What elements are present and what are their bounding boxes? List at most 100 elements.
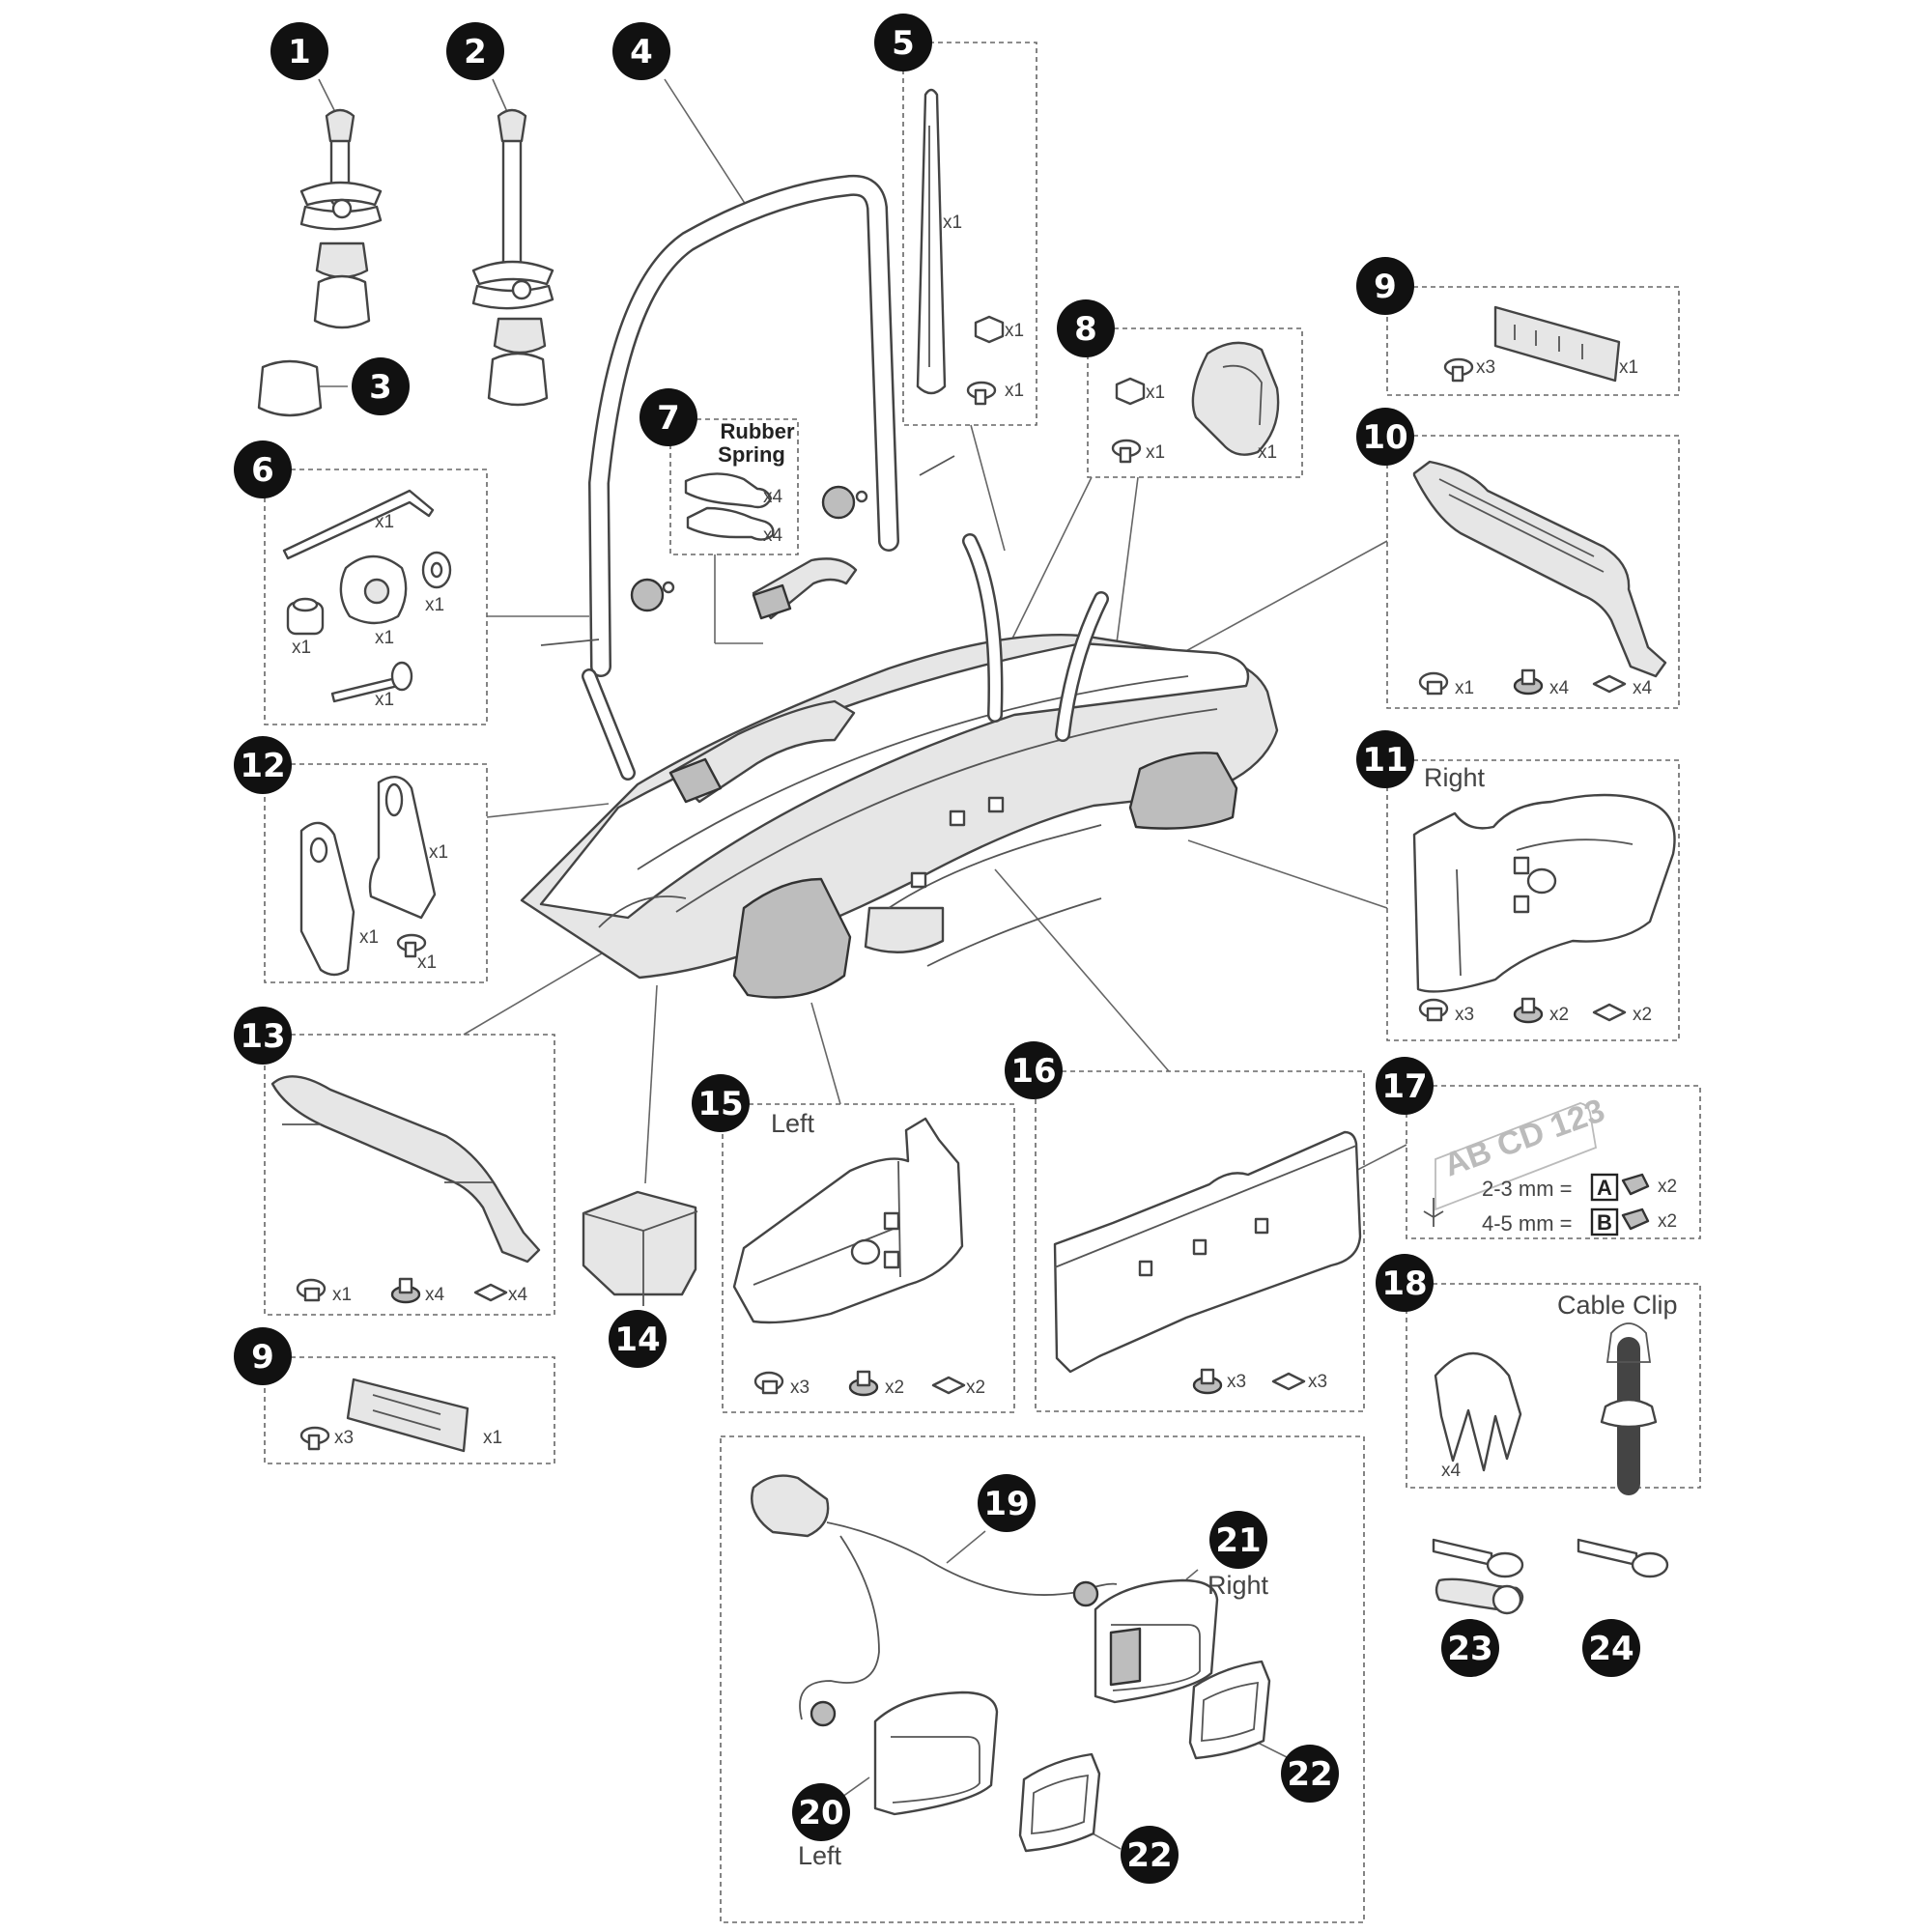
part-8-clip-icon xyxy=(1191,341,1280,456)
qty-p17-a: x2 xyxy=(1658,1177,1677,1197)
part-6-hex-key-icon xyxy=(282,489,435,560)
qty-p16-clip: x3 xyxy=(1227,1372,1246,1392)
qty-p15-screw: x3 xyxy=(790,1378,810,1398)
qty-p9b-part: x1 xyxy=(483,1428,502,1448)
callout-22-left: 22 xyxy=(1121,1826,1179,1884)
bike-holder-arm-long-icon xyxy=(471,108,554,407)
callout-10-label: 10 xyxy=(1362,418,1407,457)
callout-13-label: 13 xyxy=(240,1017,285,1056)
part-10-rail-bracket-icon xyxy=(1412,460,1667,678)
callout-23: 23 xyxy=(1441,1619,1499,1677)
qty-p8-nut: x1 xyxy=(1146,383,1165,403)
qty-p15-clip: x2 xyxy=(885,1378,904,1398)
qty-p13-clip: x4 xyxy=(425,1285,445,1305)
callout-24-label: 24 xyxy=(1588,1630,1634,1668)
carrier-cable-icon xyxy=(598,895,687,928)
spec-b-letter: B xyxy=(1597,1210,1612,1235)
part-11-nut-icon xyxy=(1592,1003,1627,1022)
callout-17: 17 xyxy=(1376,1057,1434,1115)
part-19-wiring-harness-icon xyxy=(751,1474,1118,1727)
part-9-top-screw-icon xyxy=(1443,357,1474,383)
callout-7: 7 xyxy=(639,388,697,446)
qty-p16-nut: x3 xyxy=(1308,1372,1327,1392)
callout-11-label: 11 xyxy=(1362,741,1407,780)
part-10-clip-icon xyxy=(1513,668,1544,696)
part-24-key-icon xyxy=(1577,1538,1669,1578)
callout-3: 3 xyxy=(352,357,410,415)
plate-text: AB CD 123 xyxy=(1439,1092,1609,1183)
callout-9-bottom: 9 xyxy=(234,1327,292,1385)
callout-24: 24 xyxy=(1582,1619,1640,1677)
part-17-shim-a-icon xyxy=(1621,1173,1650,1196)
leader-lines xyxy=(318,78,1407,1850)
callout-4: 4 xyxy=(612,22,670,80)
callout-19: 19 xyxy=(978,1474,1036,1532)
part-6-bolt-icon xyxy=(330,661,413,703)
part-20-left-label: Left xyxy=(798,1841,842,1870)
callout-6: 6 xyxy=(234,440,292,498)
part-17-shim-b-icon xyxy=(1621,1208,1650,1231)
qty-p13-nut: x4 xyxy=(508,1285,528,1305)
part-22-lens-gasket-a-icon xyxy=(1018,1752,1101,1853)
part-8-nut-icon xyxy=(1115,377,1146,406)
qty-p10-screw: x1 xyxy=(1455,678,1474,698)
callout-8-label: 8 xyxy=(1074,310,1097,349)
part-10-nut-icon xyxy=(1592,674,1627,694)
part-23-lock-cylinder-icon xyxy=(1435,1577,1524,1615)
callout-12: 12 xyxy=(234,736,292,794)
part-17-plate-illustration-icon xyxy=(1435,1102,1598,1211)
callout-23-label: 23 xyxy=(1447,1630,1492,1668)
callout-18: 18 xyxy=(1376,1254,1434,1312)
box-part-11 xyxy=(1386,759,1680,1041)
qty-p7-b: x4 xyxy=(763,526,783,546)
bike-holder-arm-short-icon xyxy=(299,108,383,329)
box-lighting-harness xyxy=(720,1435,1365,1923)
callout-4-label: 4 xyxy=(630,33,653,71)
box-part-18 xyxy=(1406,1283,1701,1489)
callout-14-label: 14 xyxy=(614,1321,660,1359)
part-15-screw-icon xyxy=(753,1371,784,1395)
part-7-rubber-spring-a-icon xyxy=(684,472,773,509)
callout-8: 8 xyxy=(1057,299,1115,357)
callout-18-label: 18 xyxy=(1381,1264,1427,1303)
part-22-lens-gasket-b-icon xyxy=(1188,1660,1271,1760)
part-12-bracket-left-icon xyxy=(299,821,355,977)
callout-22-right-label: 22 xyxy=(1287,1755,1332,1794)
callout-9-bottom-label: 9 xyxy=(251,1338,274,1377)
qty-p12-part2: x1 xyxy=(359,927,379,948)
callout-20: 20 xyxy=(792,1783,850,1841)
part-5-nut-icon xyxy=(974,315,1005,344)
part-6-spacer-icon xyxy=(286,597,325,636)
qty-p9a-screw: x3 xyxy=(1476,357,1495,378)
part-5-screw-icon xyxy=(966,381,997,406)
qty-p6-key: x1 xyxy=(375,512,394,532)
callout-14: 14 xyxy=(609,1310,667,1368)
callout-16: 16 xyxy=(1005,1041,1063,1099)
part-13-screw-icon xyxy=(296,1278,327,1302)
part-5-strap-icon xyxy=(916,88,947,395)
callout-1-label: 1 xyxy=(288,33,311,71)
box-part-15 xyxy=(722,1103,1015,1413)
qty-p15-nut: x2 xyxy=(966,1378,985,1398)
part-9-top-bracket-icon xyxy=(1493,305,1621,383)
callout-19-label: 19 xyxy=(983,1485,1029,1523)
qty-p11-clip: x2 xyxy=(1549,1005,1569,1025)
callout-9-top-label: 9 xyxy=(1374,268,1397,306)
part-12-screw-icon xyxy=(396,933,427,958)
qty-p9b-screw: x3 xyxy=(334,1428,354,1448)
part-15-nut-icon xyxy=(931,1376,966,1395)
qty-p8-screw: x1 xyxy=(1146,442,1165,463)
qty-p13-screw: x1 xyxy=(332,1285,352,1305)
part-9-bottom-screw-icon xyxy=(299,1426,330,1451)
qty-p7-a: x4 xyxy=(763,487,783,507)
callout-16-label: 16 xyxy=(1010,1052,1056,1091)
qty-p11-nut: x2 xyxy=(1633,1005,1652,1025)
box-part-7 xyxy=(669,418,799,555)
qty-p6-washer: x1 xyxy=(425,595,444,615)
part-20-left-lamp-icon xyxy=(873,1690,999,1816)
part-6-knob-icon xyxy=(339,554,408,625)
part-7-rubber-spring-b-icon xyxy=(686,506,775,541)
qty-p5-strap: x1 xyxy=(943,213,962,233)
part-16-number-plate-holder-icon xyxy=(1053,1130,1362,1374)
callout-5: 5 xyxy=(874,14,932,71)
